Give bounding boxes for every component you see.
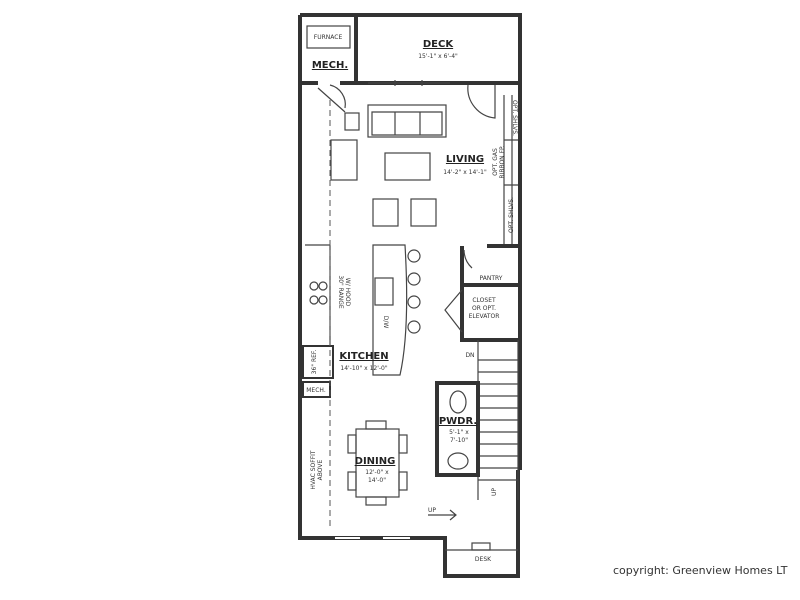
kitchen-dims: 14'-10" x 12'-0"	[340, 365, 387, 372]
powder-dims-1: 5'-1" x	[449, 429, 469, 436]
exterior-walls	[298, 13, 522, 578]
burner	[309, 295, 319, 305]
stool	[407, 295, 421, 309]
chair	[365, 420, 387, 430]
furnace-label: FURNACE	[314, 34, 343, 41]
door-swing-mech	[317, 84, 346, 113]
loveseat	[330, 139, 358, 181]
powder-room-walls	[435, 381, 480, 477]
up-arrow-icon	[428, 509, 457, 521]
pantry-walls	[460, 244, 520, 342]
kitchen-island	[372, 244, 408, 376]
mech-small-label: MECH.	[306, 387, 326, 394]
desk-label: DESK	[475, 556, 492, 563]
closet-door	[444, 289, 463, 333]
chair	[398, 471, 408, 491]
burner	[309, 281, 319, 291]
range-label-2: W/ HOOD	[344, 278, 351, 307]
burner	[318, 295, 328, 305]
living-dims: 14'-2" x 14'-1"	[443, 169, 487, 176]
door-swing-deck	[467, 84, 496, 119]
shelves	[503, 95, 518, 245]
up-stairs-label: UP	[491, 488, 498, 496]
opt-fireplace-1: OPT. GAS	[492, 148, 499, 176]
refrigerator	[302, 345, 334, 379]
coffee-table	[384, 152, 431, 181]
sofa	[367, 104, 447, 138]
up-label: UP	[428, 507, 436, 514]
windows	[368, 80, 450, 86]
burner	[318, 281, 328, 291]
furnace-unit	[306, 25, 351, 49]
kitchen-label: KITCHEN	[339, 351, 388, 362]
stool	[407, 249, 421, 263]
pantry-door	[463, 249, 473, 269]
chair	[347, 434, 357, 454]
closet-label-3: ELEVATOR	[469, 313, 500, 320]
chair	[347, 471, 357, 491]
closet-label-1: CLOSET	[472, 297, 496, 304]
deck-label: DECK	[423, 39, 454, 50]
toilet	[449, 390, 467, 414]
dining-dims-2: 14'-0"	[368, 477, 386, 484]
opt-shelves-bottom: OPT. SHLVS.	[508, 197, 515, 233]
counter	[305, 244, 331, 345]
side-table	[344, 112, 360, 131]
living-label: LIVING	[446, 154, 484, 165]
copyright-text: copyright: Greenview Homes LT	[613, 564, 788, 577]
desk-chair	[471, 542, 491, 551]
dn-label: DN	[465, 352, 474, 359]
dining-dims-1: 12'-0" x	[365, 469, 389, 476]
deck-dims: 15'-1" x 6'-4"	[418, 53, 458, 60]
sink	[447, 452, 469, 470]
hvac-label-1: HVAC SOFFIT	[310, 450, 317, 490]
dishwasher-label: D/W	[382, 316, 389, 329]
powder-label: PWDR.	[439, 416, 477, 427]
opt-shelves-top: OPT. SHLVS.	[511, 100, 518, 136]
dining-label: DINING	[355, 456, 396, 467]
range-label-1: 30" RANGE	[337, 275, 344, 308]
opt-fireplace-2: RIBBON FP.	[499, 145, 506, 178]
mech-label: MECH.	[312, 60, 348, 71]
sink	[374, 277, 394, 306]
hvac-label-2: ABOVE	[317, 459, 324, 480]
sofa-cushions	[371, 111, 443, 136]
stool	[407, 320, 421, 334]
armchair	[372, 198, 399, 227]
closet-label-2: OR OPT.	[472, 305, 496, 312]
pantry-label: PANTRY	[480, 275, 503, 282]
stool	[407, 272, 421, 286]
chair	[398, 434, 408, 454]
mech-room-wall	[300, 15, 520, 85]
mech-closet	[302, 381, 331, 398]
powder-dims-2: 7'-10"	[450, 437, 468, 444]
armchair	[410, 198, 437, 227]
chair	[365, 496, 387, 506]
ref-label: 36" REF.	[311, 350, 318, 375]
stair-treads	[478, 359, 518, 481]
